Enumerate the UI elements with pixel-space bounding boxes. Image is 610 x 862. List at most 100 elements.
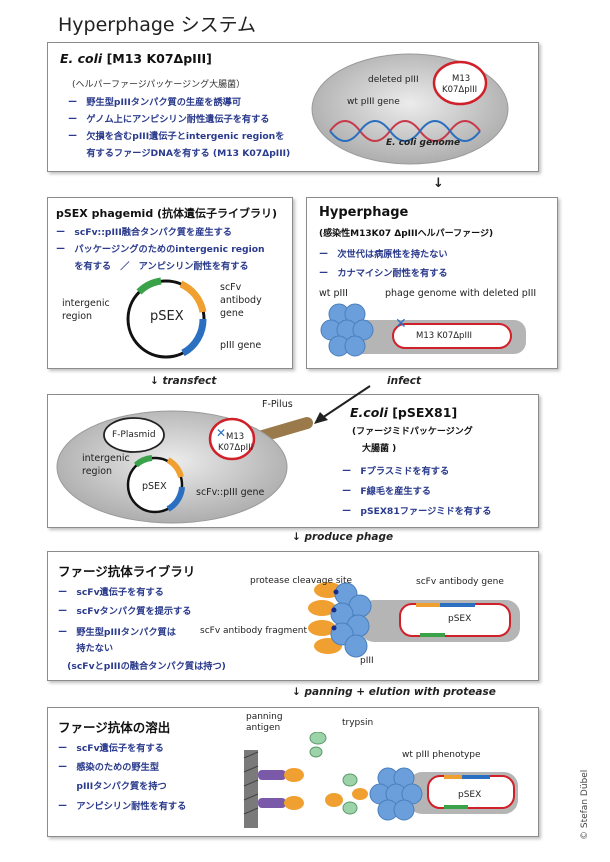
psex-bullet-1: ー scFv::pIII融合タンパク質を産生する [56, 227, 232, 238]
ecoli-genome-label: E. coli genome [386, 138, 461, 148]
fusion-gene-label: scFv::pIII gene [196, 487, 265, 498]
f-plasmid [103, 417, 165, 453]
intergenic-label-2: region [82, 466, 113, 477]
trypsin-molecules [309, 732, 358, 815]
svg-text:✕: ✕ [216, 426, 226, 440]
psex-plasmid-diagram [126, 277, 207, 359]
transfect-arrow: ↓ [150, 375, 159, 387]
panning-antigen-label-2: antigen [246, 723, 281, 733]
library-phage-illustration [308, 582, 520, 658]
library-bullet-3: ー 野生型pIIIタンパク質は [58, 627, 176, 638]
psex81-bullet-2: ー F線毛を産生する [342, 486, 431, 497]
psex81-subtitle-1: (ファージミドパッケージング [352, 427, 473, 437]
library-bullet-1: ー scFv遺伝子を有する [58, 587, 164, 598]
piii-cluster [330, 582, 372, 658]
ecoli-bullet-4: 有するファージDNAを有する (M13 K07ΔpIII) [68, 148, 291, 159]
panning-label: ↓ panning + elution with protease [292, 686, 496, 698]
m13-plasmid [208, 417, 256, 461]
elution-heading: ファージ抗体の溶出 [58, 720, 171, 735]
elution-bullet-1: ー scFv遺伝子を有する [58, 743, 164, 754]
ecoli-heading-italic: E. coli [60, 51, 103, 66]
ecoli-bullet-2: ー ゲノム上にアンピシリン耐性遺伝子を有する [68, 114, 270, 125]
hyperphage-illustration: ✕ [320, 303, 526, 357]
psex-intergenic-label-1: intergenic [62, 298, 110, 309]
scfv-fragment-label: scFv antibody fragment [200, 626, 308, 636]
hyperphage-heading: Hyperphage [319, 205, 409, 220]
ecoli-bullet-3: ー 欠損を含むpIII遺伝子とintergenic regionを [68, 131, 285, 142]
transfect-text: transfect [162, 375, 217, 387]
ecoli-bullet-1: ー 野生型pIIIタンパク質の生産を誘導可 [68, 97, 242, 108]
ecoli-helper-subtitle: (ヘルパーファージパッケージング大腸菌） [72, 80, 246, 90]
psex81-heading: E.coli [pSEX81] [350, 405, 457, 420]
panning-antigen-label-1: panning [246, 712, 283, 722]
psex-scfv-label-1: scFv [220, 282, 242, 293]
ecoli-psex81-panel: ✕ F-Pilus F-Plasmid M13 K07ΔpIII interge… [47, 394, 539, 528]
ecoli-helper-heading: E. coli [M13 K07ΔpIII] [60, 51, 212, 66]
copyright-credit: © Stefan Dübel [580, 769, 590, 840]
hyperphage-panel: Hyperphage (感染性M13K07 ΔpIIIヘルパーファージ) ー 次… [306, 197, 558, 369]
ecoli-psex81-illustration: ✕ [56, 410, 313, 524]
psex81-bullet-3: ー pSEX81ファージミドを有する [342, 506, 492, 517]
psex-small-label: pSEX [142, 481, 167, 492]
svg-text:✕: ✕ [395, 316, 407, 332]
hyperphage-genome-label: phage genome with deleted pIII [385, 288, 537, 299]
antigen-1 [258, 770, 286, 780]
psex-heading: pSEX phagemid (抗体遺伝子ライブラリ) [56, 207, 278, 220]
fplasmid-label: F-Plasmid [112, 430, 156, 440]
wt-piii-phenotype-cluster [369, 767, 423, 821]
protease-site-label: protease cleavage site [250, 576, 353, 586]
wt-phenotype-label: wt pIII phenotype [402, 750, 481, 760]
m13-label-1: M13 [226, 432, 245, 442]
psex-piii-label: pIII gene [220, 340, 262, 351]
ecoli-helper-illustration [311, 53, 509, 165]
psex-phagemid-panel: pSEX phagemid (抗体遺伝子ライブラリ) ー scFv::pIII融… [47, 197, 293, 369]
psex-center-label: pSEX [150, 309, 184, 324]
psex-intergenic-label-2: region [62, 311, 93, 322]
helper-plasmid-label-2: K07ΔpIII [442, 85, 478, 95]
scfv-segment [179, 280, 207, 313]
produce-arrow: ↓ [292, 531, 301, 543]
library-piii-label: pIII [360, 656, 374, 666]
ecoli-helper-panel: E. coli [M13 K07ΔpIII] (ヘルパーファージパッケージング大… [47, 42, 539, 172]
infect-arrow [314, 385, 371, 424]
panning-arrow: ↓ [292, 686, 301, 698]
page-title: Hyperphage システム [58, 14, 257, 36]
wt-piii-gene-label: wt pIII gene [347, 97, 400, 107]
helper-plasmid [432, 60, 488, 106]
phage-library-panel: ファージ抗体ライブラリ ー scFv遺伝子を有する ー scFvタンパク質を提示… [47, 551, 539, 681]
psex-plasmid-small [126, 456, 184, 514]
ecoli-heading-rest: [M13 K07ΔpIII] [102, 51, 212, 66]
psex81-bullet-1: ー Fプラスミドを有する [342, 466, 450, 477]
wt-piii-cluster [320, 303, 374, 357]
arrow-down-1: ↓ [433, 176, 444, 191]
psex81-subtitle-2: 大腸菌 ) [362, 444, 397, 454]
hyperphage-bullet-1: ー 次世代は病原性を持たない [319, 249, 448, 260]
m13-label-2: K07ΔpIII [218, 443, 254, 453]
psex-scfv-label-2: antibody [220, 295, 262, 306]
hyperphage-plasmid-label: M13 K07ΔpIII [416, 331, 472, 341]
antigen-2 [258, 798, 286, 808]
hyperphage-bullet-2: ー カナマイシン耐性を有する [319, 268, 448, 279]
elution-psex-label: pSEX [458, 790, 482, 800]
infect-label: infect [387, 375, 422, 387]
library-bullet-2: ー scFvタンパク質を提示する [58, 606, 192, 617]
psex-scfv-label-3: gene [220, 308, 244, 319]
scfv-gene-label: scFv antibody gene [416, 577, 504, 587]
fpilus-label: F-Pilus [262, 399, 293, 410]
genome-helix-red [329, 120, 481, 142]
deleted-piii-label: deleted pIII [368, 75, 419, 85]
transfect-label: ↓ transfect [150, 375, 216, 387]
hyperphage-wt-label: wt pIII [319, 288, 348, 299]
intergenic-label-1: intergenic [82, 453, 130, 464]
library-heading: ファージ抗体ライブラリ [58, 564, 196, 579]
elution-bullet-3: pIIIタンパク質を持つ [58, 781, 167, 792]
helper-plasmid-label-1: M13 [452, 74, 471, 84]
library-bullet-4: 持たない [58, 643, 114, 654]
library-bullet-5: (scFvとpIIIの融合タンパク質は持つ) [58, 661, 226, 672]
intergenic-segment [136, 277, 162, 295]
genome-helix-blue [329, 120, 481, 142]
produce-phage-label: ↓ produce phage [292, 531, 393, 543]
psex81-heading-rest: [pSEX81] [387, 405, 458, 420]
psex-bullet-2: ー パッケージングのためのintergenic region [56, 244, 265, 255]
produce-text: produce phage [304, 531, 394, 543]
